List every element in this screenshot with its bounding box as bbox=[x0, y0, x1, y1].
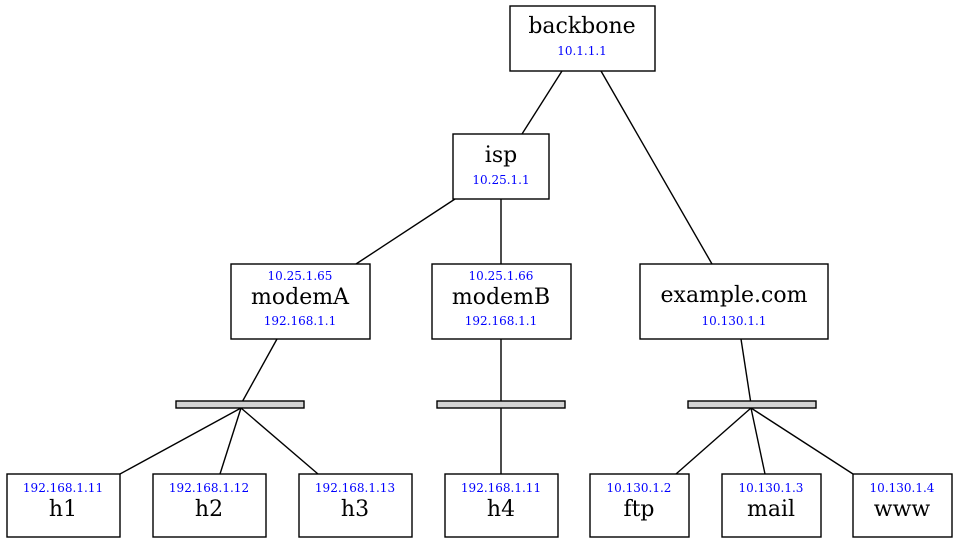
node-name: www bbox=[874, 497, 931, 522]
node-name: h3 bbox=[341, 497, 369, 522]
node-name: modemB bbox=[452, 285, 550, 310]
node-ftp: 10.130.1.2 ftp bbox=[589, 473, 690, 538]
edge-bus-c-www bbox=[750, 407, 854, 475]
node-www: 10.130.1.4 www bbox=[852, 473, 953, 538]
node-ip: 10.130.1.2 bbox=[607, 481, 672, 495]
edge-isp-modema bbox=[355, 198, 456, 265]
node-ip: 192.168.1.12 bbox=[169, 481, 249, 495]
node-h3: 192.168.1.13 h3 bbox=[298, 473, 413, 538]
node-ip-downstream: 192.168.1.1 bbox=[465, 314, 538, 328]
node-name: modemA bbox=[251, 285, 350, 310]
node-ip: 192.168.1.13 bbox=[315, 481, 395, 495]
node-h1: 192.168.1.11 h1 bbox=[6, 473, 121, 538]
node-ip-upstream: 10.25.1.65 bbox=[268, 269, 333, 283]
node-ip: 192.168.1.11 bbox=[23, 481, 103, 495]
node-name: isp bbox=[485, 143, 517, 168]
node-ip: 10.130.1.1 bbox=[702, 314, 767, 328]
node-ip: 10.25.1.1 bbox=[472, 173, 529, 187]
edge-modema-bus-a bbox=[240, 338, 278, 405]
node-name: mail bbox=[747, 497, 795, 522]
node-ip-upstream: 10.25.1.66 bbox=[469, 269, 534, 283]
node-ip: 192.168.1.11 bbox=[461, 481, 541, 495]
edge-backbone-example-com bbox=[600, 70, 713, 265]
node-example-com: example.com 10.130.1.1 bbox=[639, 263, 829, 340]
edge-backbone-isp bbox=[521, 70, 563, 135]
bus-bar-b bbox=[436, 400, 566, 409]
edge-bus-c-mail bbox=[750, 407, 766, 475]
node-isp: isp 10.25.1.1 bbox=[452, 133, 550, 200]
node-mail: 10.130.1.3 mail bbox=[721, 473, 822, 538]
edge-bus-a-h2 bbox=[219, 407, 242, 475]
edges bbox=[119, 70, 854, 475]
node-name: example.com bbox=[661, 283, 808, 308]
node-ip: 10.130.1.3 bbox=[739, 481, 804, 495]
bus-bar-c bbox=[687, 400, 817, 409]
node-ip: 10.130.1.4 bbox=[870, 481, 935, 495]
edge-bus-a-h3 bbox=[240, 407, 319, 475]
edge-example-com-bus-c bbox=[740, 338, 752, 405]
node-modema: 10.25.1.65 modemA 192.168.1.1 bbox=[230, 263, 371, 340]
edge-bus-c-ftp bbox=[675, 407, 752, 475]
node-ip: 10.1.1.1 bbox=[557, 44, 607, 58]
node-name: backbone bbox=[528, 14, 635, 39]
node-backbone: backbone 10.1.1.1 bbox=[509, 5, 656, 72]
node-name: h4 bbox=[487, 497, 515, 522]
node-ip-downstream: 192.168.1.1 bbox=[264, 314, 337, 328]
edge-bus-a-h1 bbox=[119, 407, 242, 475]
node-name: h1 bbox=[49, 497, 77, 522]
node-h4: 192.168.1.11 h4 bbox=[444, 473, 559, 538]
bus-bar-a bbox=[175, 400, 305, 409]
node-modemb: 10.25.1.66 modemB 192.168.1.1 bbox=[431, 263, 572, 340]
node-h2: 192.168.1.12 h2 bbox=[152, 473, 267, 538]
node-name: h2 bbox=[195, 497, 223, 522]
node-name: ftp bbox=[623, 497, 654, 522]
